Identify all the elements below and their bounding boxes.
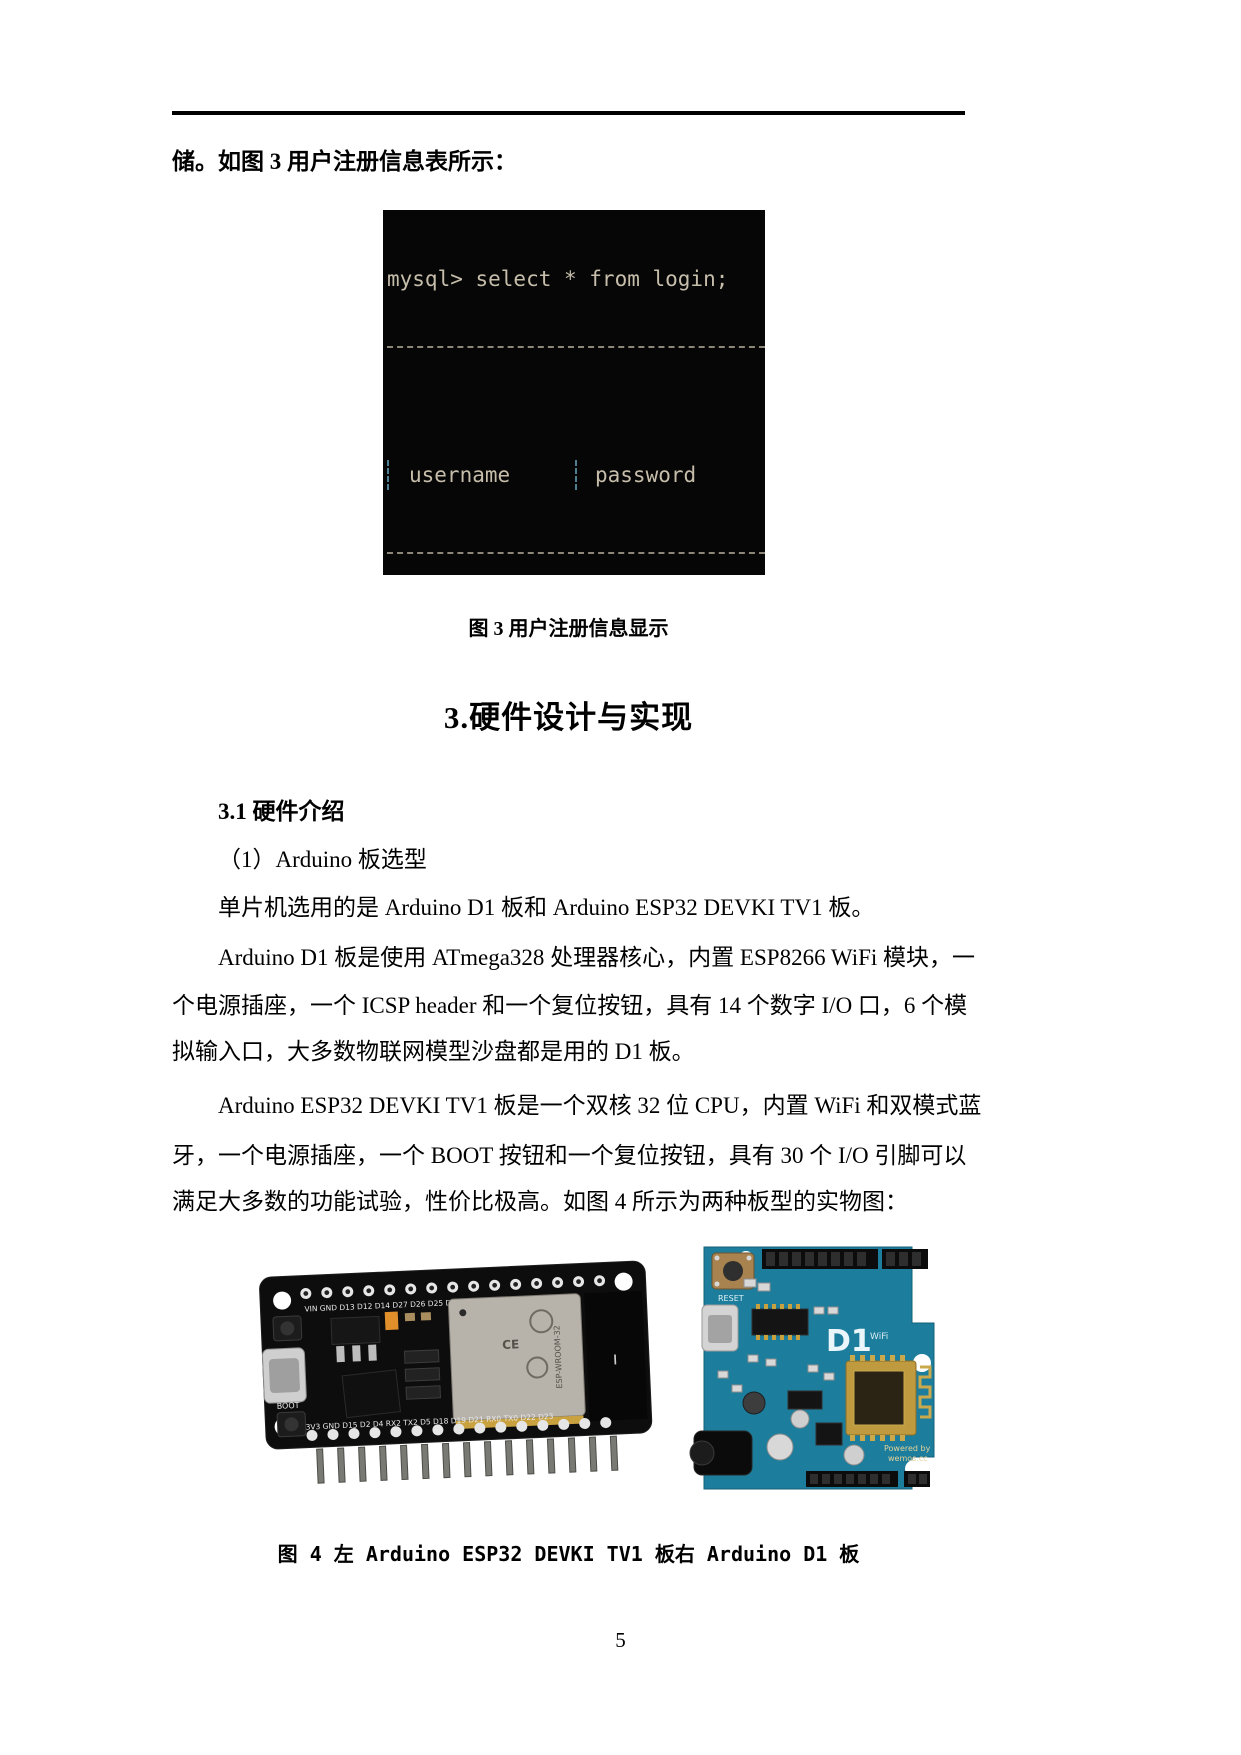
wifi-label: WiFi <box>870 1332 888 1342</box>
bottom-pin-row <box>306 1417 612 1441</box>
inductor <box>742 1391 766 1415</box>
svg-text:BOOT: BOOT <box>277 1401 300 1411</box>
usb-serial-chip <box>341 1369 402 1419</box>
esp32-board-image: VIN GND D13 D12 D14 D27 D26 D25 D33 D32 … <box>259 1260 653 1484</box>
passive-components <box>717 1278 839 1393</box>
mounting-hole <box>273 1291 292 1310</box>
paragraph-line: 满足大多数的功能试验，性价比极高。如图 4 所示为两种板型的实物图： <box>172 1189 908 1214</box>
mysql-terminal-screenshot: mysql> select * from login; username pas… <box>383 210 765 575</box>
paragraph-line: Arduino D1 板是使用 ATmega328 处理器核心，内置 ESP82… <box>218 945 976 970</box>
header-pins <box>316 1435 619 1484</box>
paragraph-item1: （1）Arduino 板选型 <box>218 847 427 872</box>
soic-chip <box>751 1304 809 1340</box>
small-ic <box>787 1390 823 1410</box>
esp32-board-photo: VIN GND D13 D12 D14 D27 D26 D25 D33 D32 … <box>255 1253 660 1498</box>
mysql-result-table: username password 15628956209 xyyfyr521 … <box>387 346 765 575</box>
subsection-heading: 3.1 硬件介绍 <box>218 799 345 824</box>
micro-usb-port <box>701 1304 739 1352</box>
paragraph-line: 牙，一个电源插座，一个 BOOT 按钮和一个复位按钮，具有 30 个 I/O 引… <box>172 1143 967 1168</box>
capacitor <box>766 1433 794 1461</box>
paragraph-line: 单片机选用的是 Arduino D1 板和 Arduino ESP32 DEVK… <box>218 895 875 920</box>
svg-text:RESET: RESET <box>718 1294 744 1303</box>
antenna-trace <box>918 1365 932 1419</box>
paragraph-line: Arduino ESP32 DEVKI TV1 板是一个双核 32 位 CPU，… <box>218 1093 982 1118</box>
svg-text:CE: CE <box>502 1337 520 1352</box>
arduino-d1-board-photo: RESET <box>688 1243 950 1503</box>
paragraph-line: 个电源插座，一个 ICSP header 和一个复位按钮，具有 14 个数字 I… <box>172 993 968 1018</box>
boot-button: BOOT <box>277 1401 307 1438</box>
figure3-caption: 图 3 用户注册信息显示 <box>468 618 669 640</box>
column-header-password: password <box>575 460 765 490</box>
barrel-jack <box>689 1430 753 1476</box>
voltage-regulator <box>330 1315 381 1345</box>
capacitor <box>790 1409 810 1429</box>
micro-usb-port <box>261 1347 307 1404</box>
top-pin-row <box>300 1275 606 1300</box>
esp-wroom-32-module: CE ESP-WROOM-32 <box>447 1293 586 1430</box>
column-header-username: username <box>387 460 575 490</box>
en-button <box>272 1315 303 1342</box>
powered-by-label: Powered by <box>884 1444 931 1453</box>
section-heading: 3.硬件设计与实现 <box>443 700 694 735</box>
capacitor <box>843 1444 865 1466</box>
figure4-photos: VIN GND D13 D12 D14 D27 D26 D25 D33 D32 … <box>0 1243 1241 1498</box>
figure4-caption: 图 4 左 Arduino ESP32 DEVKI TV1 板右 Arduino… <box>277 1542 860 1566</box>
brand-label: wemos.cc <box>888 1454 928 1463</box>
table-header: username password <box>387 400 765 554</box>
header-rule <box>172 111 965 115</box>
top-pin-header <box>762 1249 928 1269</box>
arduino-d1-board-image: RESET <box>689 1246 935 1490</box>
page-number: 5 <box>615 1628 626 1652</box>
esp8266-module <box>845 1355 932 1441</box>
mounting-hole <box>614 1272 633 1291</box>
paragraph-line: 拟输入口，大多数物联网模型沙盘都是用的 D1 板。 <box>172 1039 695 1064</box>
intro-paragraph: 储。如图 3 用户注册信息表所示： <box>172 149 517 174</box>
tantalum-capacitor <box>384 1311 399 1331</box>
module-label: ESP-WROOM-32 <box>552 1325 564 1389</box>
bottom-pin-header <box>806 1471 930 1487</box>
mysql-query-line: mysql> select * from login; <box>387 267 729 291</box>
svg-text:❙: ❙ <box>611 1354 620 1365</box>
antenna-region <box>584 1290 648 1422</box>
regulator-ic <box>815 1422 843 1446</box>
board-name-label: D1 <box>826 1324 872 1359</box>
